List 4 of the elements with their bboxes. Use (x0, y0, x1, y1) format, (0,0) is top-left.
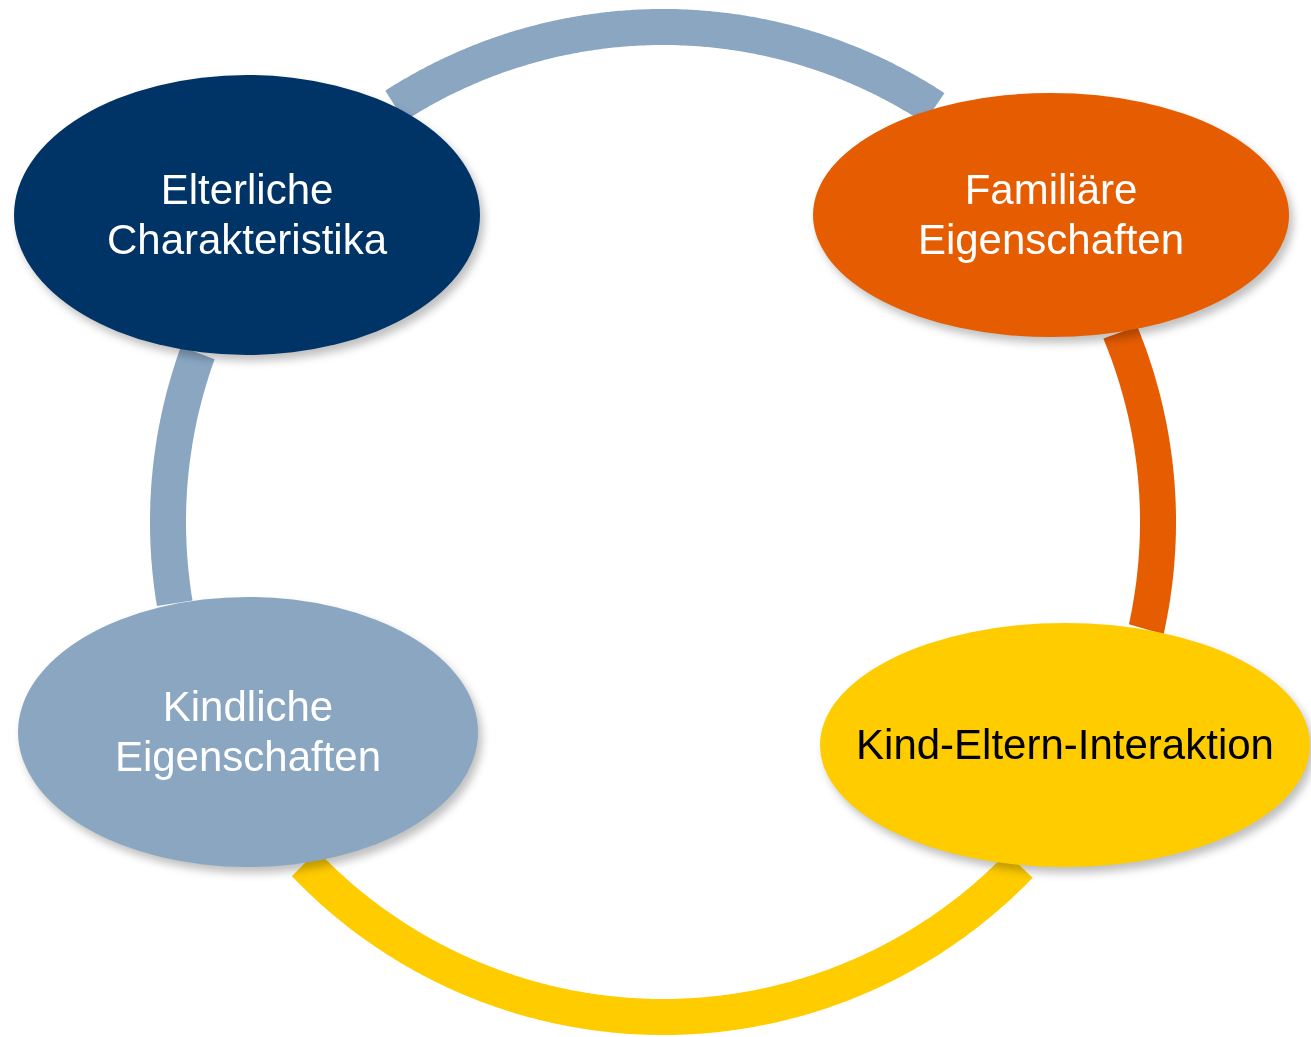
node-label: Kindliche Eigenschaften (113, 682, 383, 782)
node-label: Elterliche Charakteristika (105, 165, 389, 265)
node-label: Kind-Eltern-Interaktion (855, 720, 1275, 770)
node-label: Familiäre Eigenschaften (916, 165, 1186, 265)
